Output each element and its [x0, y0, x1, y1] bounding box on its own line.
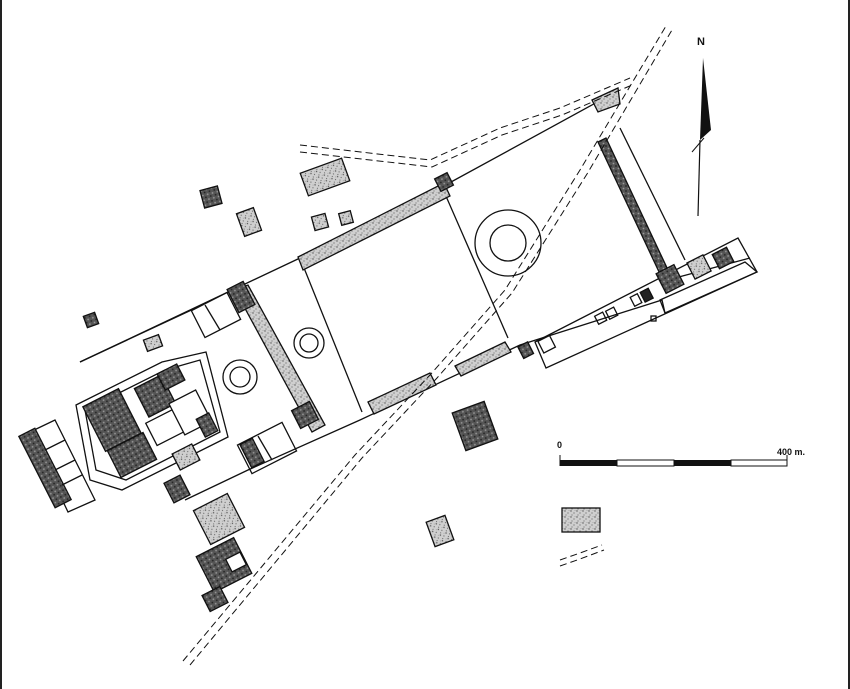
north-label: N: [697, 36, 705, 48]
south-building-groups: [163, 474, 253, 613]
scale-bar: [559, 455, 788, 467]
isolated-structures: [79, 157, 601, 548]
east-plaza: [474, 87, 686, 277]
scale-start-label: 0: [557, 440, 563, 450]
west-plaza: [190, 280, 326, 475]
palace-complex: [75, 351, 229, 491]
central-plaza: [297, 171, 512, 415]
east-long-building: [516, 237, 759, 369]
north-arrow-icon: [691, 58, 711, 217]
scale-end-label: 400 m.: [777, 447, 806, 457]
west-residential-block: [17, 419, 96, 513]
roads: [182, 25, 673, 666]
